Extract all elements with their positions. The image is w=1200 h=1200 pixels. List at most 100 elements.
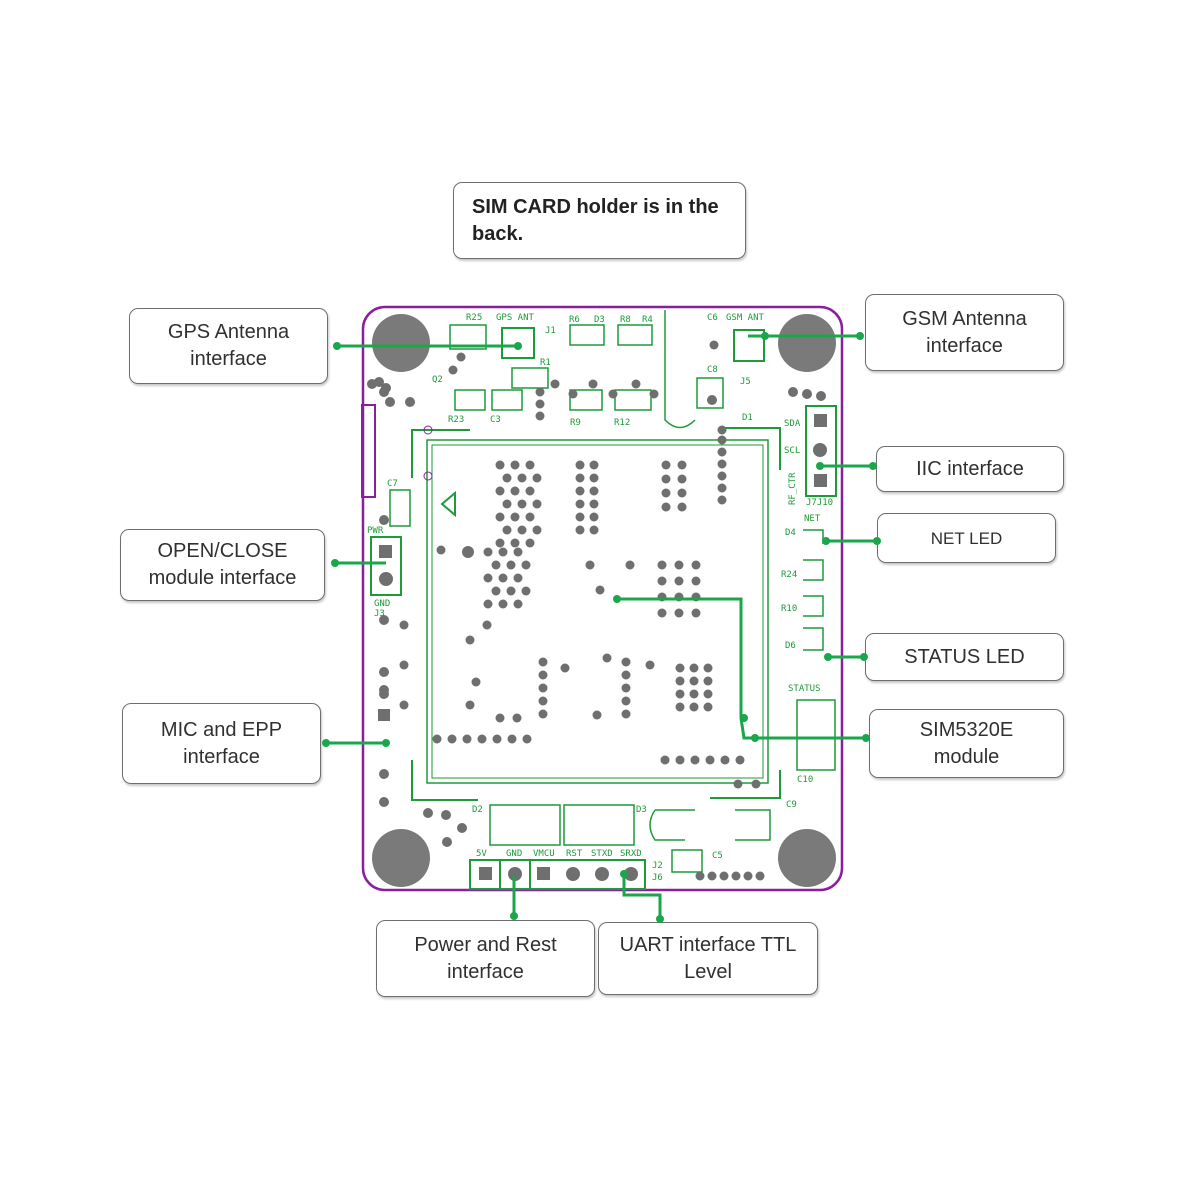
via-dot	[674, 608, 684, 618]
square-pad	[378, 709, 390, 721]
via-dot	[661, 488, 671, 498]
silk-q2: Q2	[432, 375, 443, 385]
via-dot	[717, 447, 727, 457]
via-dot	[517, 525, 527, 535]
via-dot	[677, 502, 687, 512]
via-dot	[589, 512, 599, 522]
silk-c3: C3	[490, 415, 501, 425]
via-dot	[677, 460, 687, 470]
via-dot	[535, 411, 545, 421]
via-dot	[506, 586, 516, 596]
pwr-header	[370, 536, 402, 596]
via-dot	[575, 525, 585, 535]
via-dot	[379, 797, 389, 807]
status-led-callout: STATUS LED	[865, 633, 1064, 681]
via-dot	[690, 755, 700, 765]
silk-c9: C9	[786, 800, 797, 810]
via-dot	[717, 471, 727, 481]
via-dot	[707, 395, 717, 405]
silk-pin-vmcu: VMCU	[533, 849, 555, 859]
via-dot	[717, 435, 727, 445]
silk-scl: SCL	[784, 446, 800, 456]
via-dot	[743, 871, 753, 881]
via-dot	[575, 499, 585, 509]
silk-c10: C10	[797, 775, 813, 785]
via-dot	[589, 460, 599, 470]
silk-j3: J3	[374, 609, 385, 619]
via-dot	[483, 547, 493, 557]
via-dot	[717, 483, 727, 493]
via-dot	[625, 560, 635, 570]
via-dot	[661, 460, 671, 470]
via-dot	[675, 702, 685, 712]
via-dot	[717, 495, 727, 505]
via-dot	[399, 620, 409, 630]
silk-gsm-ant: GSM ANT	[726, 313, 765, 323]
via-dot	[538, 696, 548, 706]
via-dot	[674, 560, 684, 570]
silk-r12: R12	[614, 418, 630, 428]
silk-d3a: D3	[594, 315, 605, 325]
sim-card-note: SIM CARD holder is in the back.	[453, 182, 746, 259]
via-dot	[709, 340, 719, 350]
via-dot	[495, 486, 505, 496]
via-dot	[689, 702, 699, 712]
via-dot	[495, 713, 505, 723]
open-close-callout: OPEN/CLOSE module interface	[120, 529, 325, 601]
silk-j7j10: J7J10	[806, 498, 833, 508]
via-dot	[621, 657, 631, 667]
silkscreen-labels: R25 GPS ANT J1 R6 D3 R8 R4 C6 GSM ANT R1…	[367, 313, 833, 883]
sim5320e-callout: SIM5320E module	[869, 709, 1064, 778]
via-dot	[719, 871, 729, 881]
via-dot	[657, 608, 667, 618]
via-dot	[675, 755, 685, 765]
silk-rf-ctr: RF_CTR	[788, 472, 798, 505]
via-dot	[510, 512, 520, 522]
via-dot	[510, 486, 520, 496]
silk-pwr: PWR	[367, 526, 384, 536]
silk-c8: C8	[707, 365, 718, 375]
via-dot	[703, 689, 713, 699]
mount-hole-bottom-right	[778, 829, 836, 887]
via-dot	[495, 538, 505, 548]
silk-d4: D4	[785, 528, 796, 538]
sim5320e-footprint	[411, 425, 781, 801]
via-dot	[513, 547, 523, 557]
vias	[367, 340, 826, 881]
via-dot	[381, 383, 391, 393]
silk-c5: C5	[712, 851, 723, 861]
silk-r6: R6	[569, 315, 580, 325]
via-dot	[517, 473, 527, 483]
via-dot	[513, 573, 523, 583]
via-dot	[661, 502, 671, 512]
silk-sda: SDA	[784, 419, 801, 429]
via-dot	[525, 486, 535, 496]
silk-j2: J2	[652, 861, 663, 871]
via-dot	[462, 734, 472, 744]
iic-header	[805, 405, 837, 497]
via-dot	[621, 683, 631, 693]
power-rest-callout: Power and Rest interface	[376, 920, 595, 997]
via-dot	[733, 779, 743, 789]
via-dot	[661, 474, 671, 484]
via-dot	[423, 808, 433, 818]
via-dot	[447, 734, 457, 744]
via-dot	[550, 379, 560, 389]
silk-pin-5v: 5V	[476, 849, 487, 859]
via-dot	[575, 512, 585, 522]
via-dot	[517, 499, 527, 509]
via-dot	[471, 677, 481, 687]
via-dot	[602, 653, 612, 663]
via-dot	[522, 734, 532, 744]
via-dot	[621, 696, 631, 706]
via-dot	[788, 387, 798, 397]
via-dot	[691, 576, 701, 586]
silk-d2: D2	[472, 805, 483, 815]
via-dot	[717, 459, 727, 469]
via-dot	[525, 460, 535, 470]
via-dot	[507, 734, 517, 744]
silk-r4: R4	[642, 315, 653, 325]
via-dot	[645, 660, 655, 670]
via-dot	[695, 871, 705, 881]
via-dot	[568, 389, 578, 399]
